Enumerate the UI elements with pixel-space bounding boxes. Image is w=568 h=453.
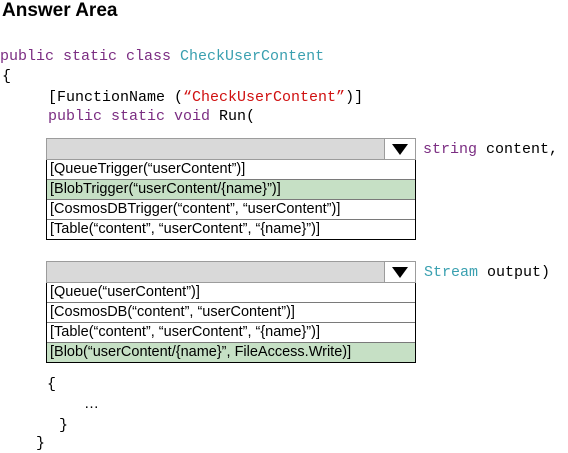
- function-name-string: “CheckUserContent”: [183, 89, 346, 106]
- attribute-close: )]: [345, 89, 364, 106]
- method-signature: public static void Run(: [48, 108, 255, 126]
- class-keywords: public static class: [0, 48, 172, 65]
- stream-type: Stream: [424, 264, 479, 281]
- class-open-brace: {: [2, 68, 12, 85]
- output-binding-dropdown[interactable]: [Queue(“userContent”)] [CosmosDB(“conten…: [46, 261, 416, 363]
- method-name: Run(: [219, 108, 256, 125]
- triangle-down-icon: [392, 266, 408, 278]
- output-option-blob-selected[interactable]: [Blob(“userContent/{name}”, FileAccess.W…: [47, 343, 415, 362]
- output-dropdown-list: [Queue(“userContent”)] [CosmosDB(“conten…: [46, 283, 416, 363]
- trigger-dropdown-toggle[interactable]: [384, 139, 415, 159]
- function-name-attribute: [FunctionName (“CheckUserContent”)]: [48, 89, 363, 107]
- triangle-down-icon: [392, 143, 408, 155]
- method-body-ellipsis: …: [84, 395, 99, 412]
- method-open-brace: {: [47, 376, 57, 393]
- class-close-brace: }: [36, 435, 46, 452]
- trigger-dropdown-list: [QueueTrigger(“userContent”)] [BlobTrigg…: [46, 160, 416, 240]
- output-parameter: Stream output): [424, 264, 550, 282]
- content-param-name: content,: [486, 141, 559, 158]
- output-option-cosmosdb[interactable]: [CosmosDB(“content”, “userContent”)]: [47, 303, 415, 323]
- class-declaration-line: public static class CheckUserContent: [0, 48, 324, 66]
- string-keyword: string: [423, 141, 478, 158]
- trigger-option-cosmosdb[interactable]: [CosmosDBTrigger(“content”, “userContent…: [47, 200, 415, 220]
- trigger-option-blob-selected[interactable]: [BlobTrigger(“userContent/{name}”)]: [47, 180, 415, 200]
- trigger-dropdown-header[interactable]: [46, 138, 416, 160]
- method-keywords: public static void: [48, 108, 211, 125]
- trigger-dropdown[interactable]: [QueueTrigger(“userContent”)] [BlobTrigg…: [46, 138, 416, 240]
- output-param-name: output): [487, 264, 551, 281]
- output-dropdown-toggle[interactable]: [384, 262, 415, 282]
- attribute-open: [FunctionName (: [48, 89, 184, 106]
- method-close-brace: }: [59, 417, 69, 434]
- content-parameter: string content,: [423, 141, 558, 159]
- output-dropdown-header[interactable]: [46, 261, 416, 283]
- trigger-option-table[interactable]: [Table(“content”, “userContent”, “{name}…: [50, 221, 320, 237]
- output-option-table[interactable]: [Table(“content”, “userContent”, “{name}…: [47, 323, 415, 343]
- class-name: CheckUserContent: [180, 48, 325, 65]
- output-option-queue[interactable]: [Queue(“userContent”)]: [47, 283, 415, 303]
- trigger-option-queue[interactable]: [QueueTrigger(“userContent”)]: [47, 160, 415, 180]
- answer-area-title: Answer Area: [2, 0, 118, 21]
